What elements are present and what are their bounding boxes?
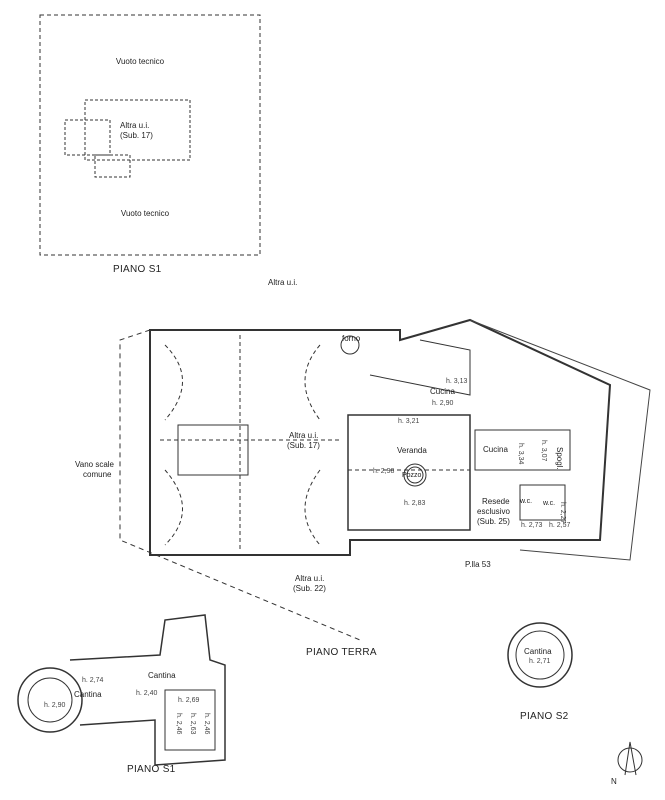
- s1-other-unit: Altra u.i.: [120, 121, 150, 130]
- height-label: h. 3,21: [398, 418, 420, 425]
- s2-title: PIANO S2: [520, 711, 569, 722]
- stair-common: [177, 424, 249, 476]
- height-label: h. 2,63: [189, 713, 196, 735]
- height-label: h. 2,73: [521, 522, 543, 529]
- height-label: h. 2,74: [82, 677, 104, 684]
- cucina-label-2: Cucina: [483, 445, 508, 454]
- resede-label-2: esclusivo: [477, 507, 510, 516]
- cucina-label: Cucina: [430, 387, 455, 396]
- s1-top-boundary: [39, 14, 261, 256]
- terra-other-unit: Altra u.i.: [289, 431, 319, 440]
- s1-bottom-outline: [69, 614, 226, 766]
- height-label: h. 2,90: [432, 400, 454, 407]
- terra-outer-wall: [149, 318, 612, 556]
- parcel-label: P.lla 53: [465, 560, 491, 569]
- compass-label: N: [611, 777, 617, 786]
- spogl-label: Spogl.: [555, 447, 564, 470]
- resede-label-3: (Sub. 25): [477, 517, 510, 526]
- s1-top-title: PIANO S1: [113, 264, 162, 275]
- pozzo-well: [403, 463, 427, 487]
- height-label: h. 2,83: [404, 500, 426, 507]
- terra-other-unit-sub: (Sub. 17): [287, 441, 320, 450]
- height-label: h. 2,71: [529, 658, 551, 665]
- height-label: h. 3,34: [517, 443, 524, 465]
- height-label: h. 2,69: [178, 697, 200, 704]
- forno-label: forno: [342, 334, 361, 343]
- pozzo-label: Pozzo: [402, 472, 422, 479]
- height-label: h. 2,57: [549, 522, 571, 529]
- void-label-bottom: Vuoto tecnico: [120, 209, 170, 218]
- height-label: h. 2,98: [373, 468, 395, 475]
- s1-other-unit-sub: (Sub. 17): [120, 131, 153, 140]
- terra-other-unit-north: Altra u.i.: [268, 278, 298, 287]
- wc-label: w.c.: [520, 498, 533, 505]
- height-label: h. 2,27: [559, 502, 566, 524]
- spiral-stair: [17, 667, 83, 733]
- veranda-label: Veranda: [397, 446, 427, 455]
- terra-title: PIANO TERRA: [306, 647, 377, 658]
- void-label-top: Vuoto tecnico: [115, 57, 165, 66]
- height-label: h. 2,46: [175, 713, 182, 735]
- s2-cantina-outline: [507, 622, 573, 688]
- height-label: h. 2,40: [136, 690, 158, 697]
- veranda-room: [347, 414, 471, 531]
- height-label: h. 3,13: [446, 378, 468, 385]
- wc-label-2: w.c.: [543, 500, 556, 507]
- compass-icon: [617, 747, 643, 773]
- s1-top-unit: [84, 99, 191, 161]
- cantina-label: Cantina: [74, 690, 102, 699]
- terra-other-unit-south-sub: (Sub. 22): [293, 584, 326, 593]
- forno-oven: [340, 335, 360, 355]
- terra-other-unit-south: Altra u.i.: [295, 574, 325, 583]
- resede-label: Resede: [482, 497, 510, 506]
- s2-cantina-label: Cantina: [524, 647, 552, 656]
- stair-label-2: comune: [83, 470, 112, 479]
- height-label: h. 2,90: [44, 702, 66, 709]
- s1-bottom-title: PIANO S1: [127, 764, 176, 775]
- cantina-label-2: Cantina: [148, 671, 176, 680]
- height-label: h. 2,46: [203, 713, 210, 735]
- height-label: h. 3,07: [540, 440, 547, 462]
- stair-label: Vano scale: [75, 460, 114, 469]
